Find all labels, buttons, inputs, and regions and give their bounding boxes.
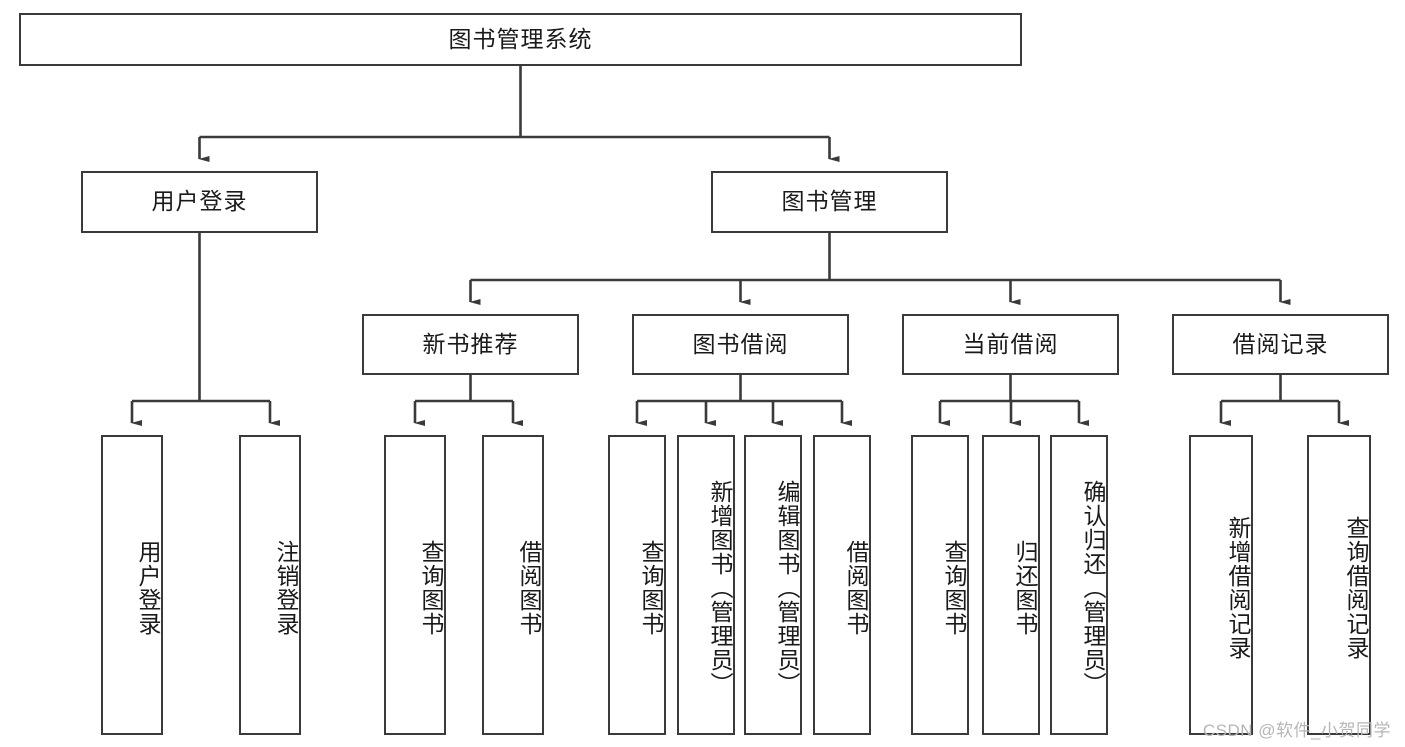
node-label: 查询图书	[941, 540, 967, 636]
node-label: 查询图书	[418, 540, 444, 636]
node-leaf-rec-query-record[interactable]: 查询借阅记录	[1307, 435, 1371, 735]
node-leaf-rec-query-book[interactable]: 查询图书	[384, 435, 446, 735]
node-label: 图书借阅	[692, 330, 789, 357]
node-label: 当前借阅	[962, 330, 1059, 357]
node-root[interactable]: 图书管理系统	[19, 13, 1022, 66]
node-label: 新增借阅记录	[1225, 516, 1251, 660]
node-label: 编辑图书（管理员）	[774, 480, 800, 696]
node-leaf-rec-borrow-book[interactable]: 借阅图书	[482, 435, 544, 735]
node-label: 图书管理	[781, 188, 878, 215]
node-leaf-rec-add-record[interactable]: 新增借阅记录	[1189, 435, 1253, 735]
node-label: 注销登录	[273, 540, 299, 636]
node-label: 归还图书	[1012, 540, 1038, 636]
node-leaf-cur-query-book[interactable]: 查询图书	[911, 435, 969, 735]
node-new-book-rec[interactable]: 新书推荐	[362, 314, 579, 375]
node-label: 借阅图书	[516, 540, 542, 636]
node-book-borrow[interactable]: 图书借阅	[632, 314, 849, 375]
node-leaf-borrow-edit-book[interactable]: 编辑图书（管理员）	[744, 435, 802, 735]
node-leaf-user-login[interactable]: 用户登录	[101, 435, 163, 735]
node-label: 查询借阅记录	[1343, 516, 1369, 660]
node-label: 用户登录	[151, 188, 248, 215]
node-label: 用户登录	[135, 540, 161, 636]
node-label: 新书推荐	[422, 330, 519, 357]
node-label: 查询图书	[638, 540, 664, 636]
node-label: 借阅图书	[843, 540, 869, 636]
node-leaf-borrow-lend-book[interactable]: 借阅图书	[813, 435, 871, 735]
node-user-login[interactable]: 用户登录	[81, 171, 318, 233]
watermark-text: CSDN @软件_小贺同学	[1202, 721, 1391, 740]
node-current-borrow[interactable]: 当前借阅	[902, 314, 1119, 375]
node-label: 新增图书（管理员）	[707, 480, 733, 696]
node-leaf-user-logout[interactable]: 注销登录	[239, 435, 301, 735]
node-label: 图书管理系统	[448, 25, 593, 52]
node-leaf-cur-confirm-return[interactable]: 确认归还（管理员）	[1050, 435, 1108, 735]
node-leaf-borrow-add-book[interactable]: 新增图书（管理员）	[677, 435, 735, 735]
node-label: 借阅记录	[1232, 330, 1329, 357]
node-borrow-record[interactable]: 借阅记录	[1172, 314, 1389, 375]
node-label: 确认归还（管理员）	[1080, 480, 1106, 696]
node-leaf-cur-return-book[interactable]: 归还图书	[982, 435, 1040, 735]
node-book-manage[interactable]: 图书管理	[711, 171, 948, 233]
node-leaf-borrow-query-book[interactable]: 查询图书	[608, 435, 666, 735]
